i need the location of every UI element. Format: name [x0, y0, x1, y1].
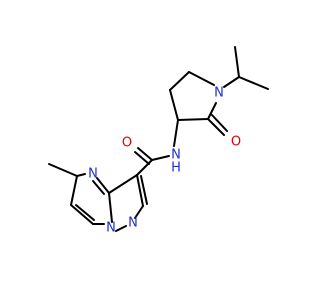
bond-c5-c6	[70, 175, 78, 206]
atom-n-pyrazole-bridge: N	[106, 221, 116, 236]
bond-n4-c5	[76, 173, 86, 177]
bond-ring-ch2-ch2	[169, 71, 190, 91]
bond-nh-amide-c	[151, 155, 170, 161]
bond-ring-carbonyl-o-2	[211, 114, 228, 132]
bond-amide-o-1	[137, 147, 153, 161]
bond-c3a-n4-inner	[92, 180, 105, 195]
molecule-structure-diagram: N O N H O N N N	[48, 46, 269, 236]
atom-o-carboxamide: O	[122, 136, 132, 151]
bond-ring-carbonyl-o-1	[207, 118, 225, 136]
bond-pyrazole-c3-c2-inner	[140, 175, 148, 205]
bond-c5-methyl	[48, 163, 78, 177]
bond-pyrazole-c2-n	[134, 205, 144, 219]
bond-ring-ch-nh	[173, 119, 179, 147]
bond-pyrazole-n-n	[115, 225, 127, 232]
atom-n-amide: N	[171, 148, 181, 163]
bond-pyrazole-n-c3a	[108, 192, 113, 223]
bond-isopropyl-methyl-right	[238, 76, 269, 90]
molecule-svg: N O N H O N N N	[48, 46, 269, 236]
bond-isopropyl-to-n	[223, 76, 240, 88]
atom-n-pyrazole-terminal: N	[128, 216, 138, 231]
bond-c3a-n4	[96, 177, 110, 194]
bond-amide-c-ring	[136, 159, 153, 176]
bond-isopropyl-methyl-top	[234, 46, 240, 78]
bond-carbonyl-n	[207, 102, 217, 120]
bond-n-ring-ch2	[188, 71, 215, 86]
bond-ring-ch-carbonyl	[177, 118, 209, 121]
bond-c6-c7-inner	[75, 204, 95, 221]
atom-n-isopropyl: N	[214, 86, 224, 101]
bond-c3a-c3	[108, 174, 138, 194]
atom-n-pyrimidine: N	[88, 167, 98, 182]
atom-h-amide: H	[171, 161, 181, 176]
bond-c6-c7	[70, 204, 94, 225]
bond-ring-ch2-ch	[169, 89, 179, 121]
bond-amide-o-2	[134, 151, 150, 165]
bond-pyrazole-c3-c2	[136, 174, 144, 207]
atom-o-ring-carbonyl: O	[231, 135, 241, 150]
